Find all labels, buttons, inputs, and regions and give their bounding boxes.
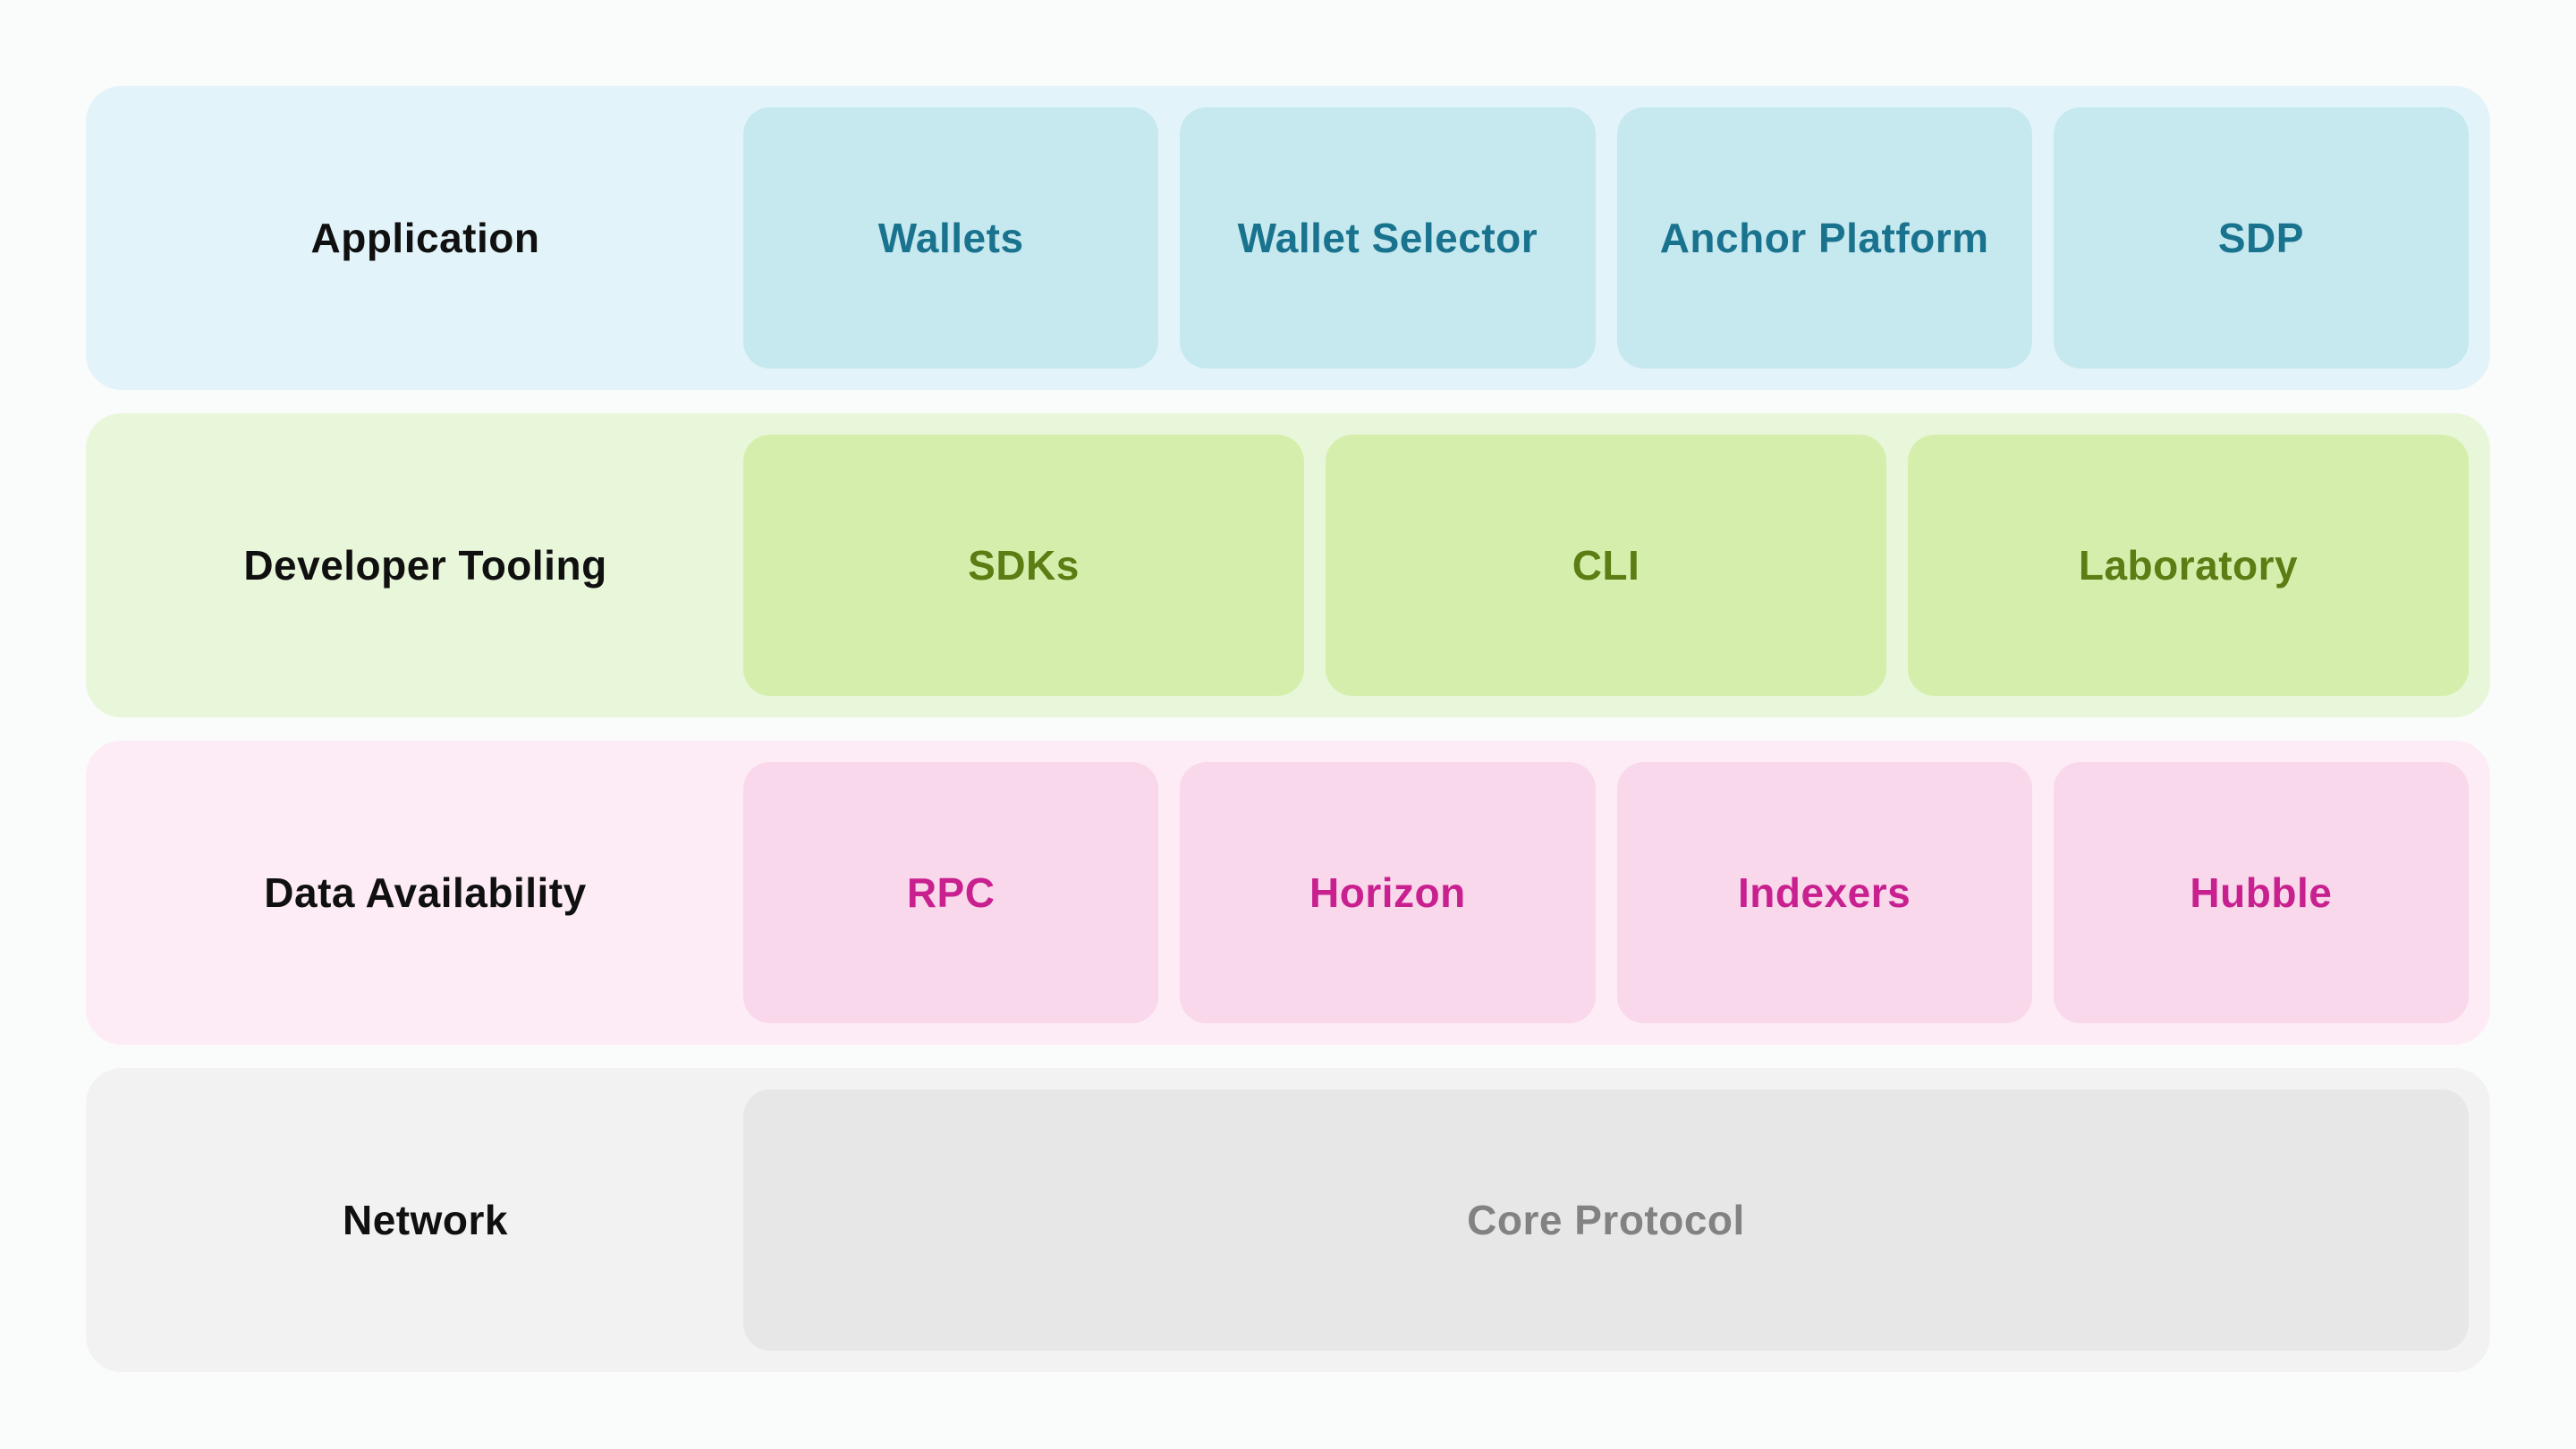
box-sdks: SDKs (743, 435, 1304, 696)
row-label-developer-tooling: Developer Tooling (243, 542, 607, 589)
box-cli: CLI (1326, 435, 1886, 696)
row-boxes-network: Core Protocol (743, 1089, 2469, 1351)
box-anchor-platform: Anchor Platform (1616, 107, 2032, 369)
row-label-application: Application (310, 215, 540, 261)
box-indexers: Indexers (1616, 762, 2032, 1023)
box-rpc: RPC (743, 762, 1159, 1023)
box-core-protocol: Core Protocol (743, 1089, 2469, 1351)
box-sdp: SDP (2053, 107, 2469, 369)
box-wallets: Wallets (743, 107, 1159, 369)
box-laboratory: Laboratory (1908, 435, 2469, 696)
box-hubble: Hubble (2053, 762, 2469, 1023)
row-network: Network Core Protocol (86, 1068, 2490, 1372)
box-horizon: Horizon (1180, 762, 1596, 1023)
row-label-data-availability: Data Availability (264, 869, 587, 916)
box-wallet-selector: Wallet Selector (1180, 107, 1596, 369)
row-label-network: Network (343, 1197, 508, 1243)
